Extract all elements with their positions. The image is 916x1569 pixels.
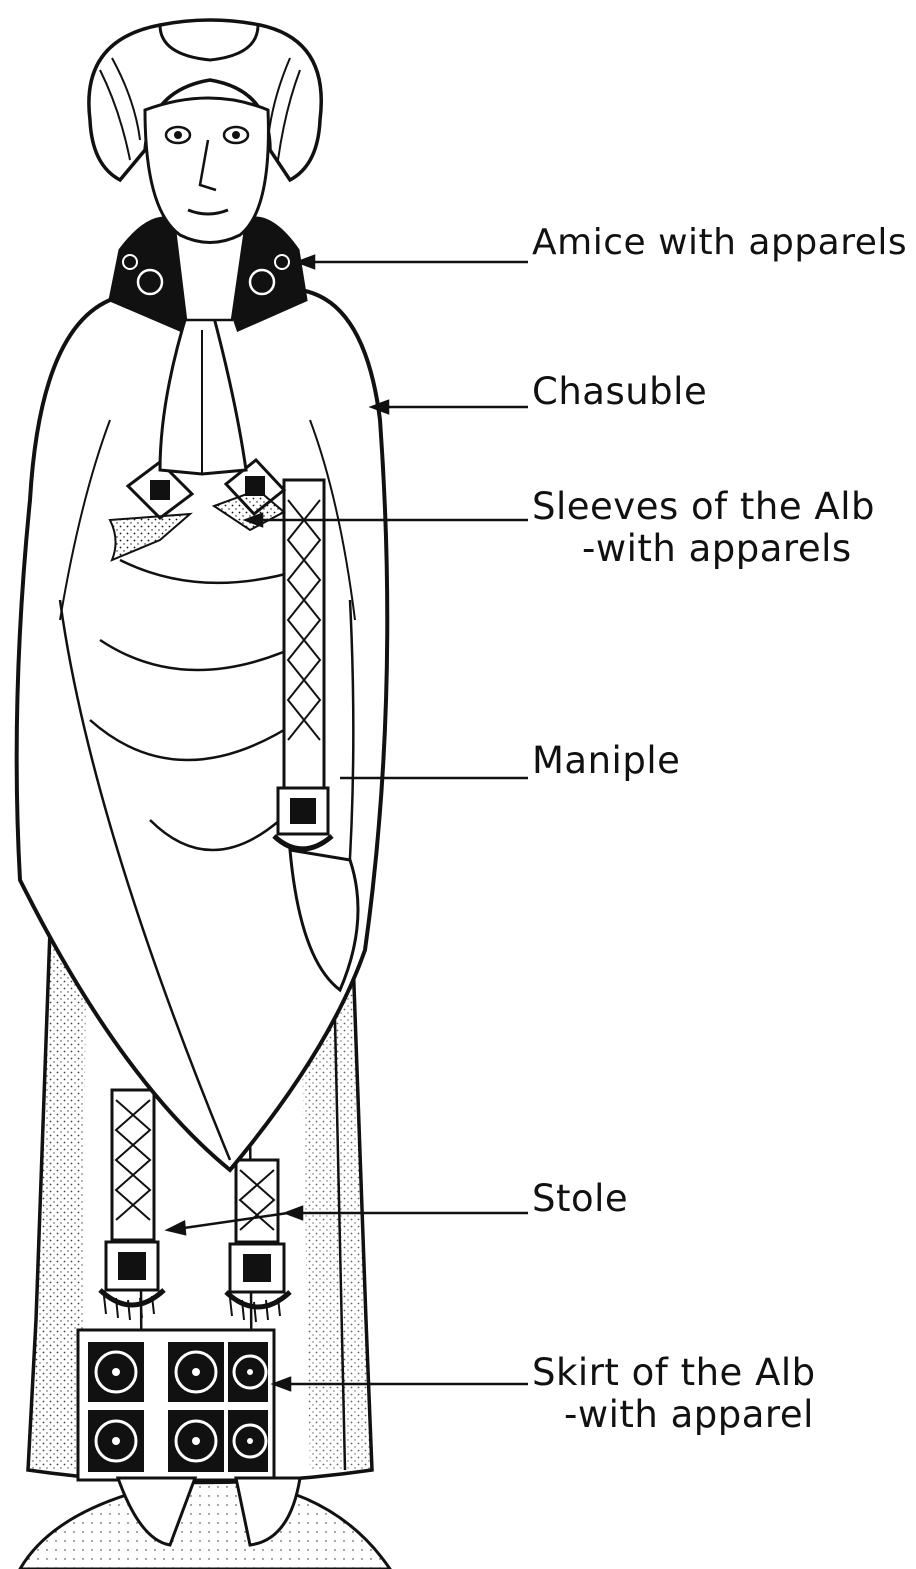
label-sleeves-of-alb: Sleeves of the Alb -with apparels (532, 486, 875, 570)
skirt-apparel (78, 1330, 274, 1480)
head (89, 20, 321, 243)
pedestal (20, 1478, 390, 1569)
label-stole: Stole (532, 1178, 628, 1220)
label-amice: Amice with apparels (532, 222, 907, 264)
label-chasuble: Chasuble (532, 371, 707, 413)
label-skirt-line1: Skirt of the Alb (532, 1351, 816, 1394)
label-skirt-line2: -with apparel (532, 1394, 816, 1436)
label-sleeves-line1: Sleeves of the Alb (532, 485, 875, 528)
label-sleeves-line2: -with apparels (532, 528, 875, 570)
label-skirt-of-alb: Skirt of the Alb -with apparel (532, 1352, 816, 1436)
label-maniple: Maniple (532, 740, 680, 782)
